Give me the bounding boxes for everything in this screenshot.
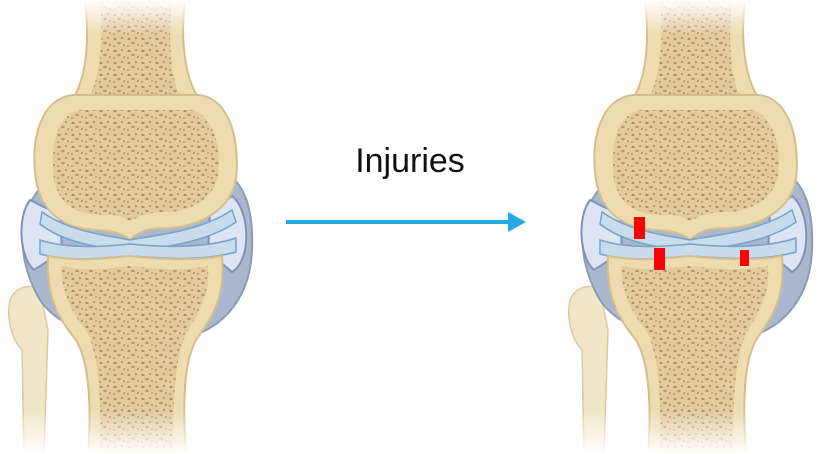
injury-mark xyxy=(740,250,749,266)
transition-arrow xyxy=(286,212,526,232)
injury-mark xyxy=(634,217,645,239)
injuries-label: Injuries xyxy=(300,142,520,181)
injured-knee-illustration xyxy=(560,0,817,454)
injury-mark xyxy=(654,248,665,270)
healthy-knee-illustration xyxy=(0,0,260,454)
